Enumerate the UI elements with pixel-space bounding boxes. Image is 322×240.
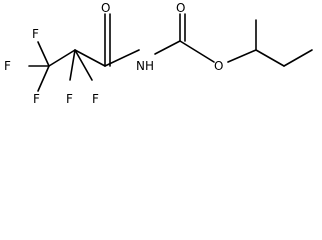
atom-f-cf2-right: F (92, 92, 99, 106)
bond-o3-c5 (227, 49, 257, 63)
atom-o-ester: O (214, 59, 223, 73)
chemical-structure: F F F F F O NH O O (4, 1, 313, 106)
bond-c7-c8 (283, 49, 313, 67)
bond-c3-n (104, 49, 140, 67)
atom-o-carbonyl-1: O (101, 1, 110, 15)
atom-f-bottom: F (33, 92, 40, 106)
bond-c1-f-bottom (37, 65, 50, 92)
bond-c2-f-right (74, 49, 93, 81)
bond-c4-o3 (179, 40, 215, 63)
atom-f-top: F (32, 27, 39, 41)
atom-nh: NH (136, 59, 154, 73)
atom-f-cf2-left: F (66, 92, 73, 106)
bond-c2-c3 (74, 49, 106, 67)
bond-n-c4 (154, 40, 181, 55)
bond-c1-f-top (37, 41, 50, 67)
atom-labels: F F F F F O NH O O (4, 1, 223, 106)
bonds (28, 13, 313, 92)
bond-c2-f-left (69, 49, 76, 81)
atom-f-left: F (4, 59, 11, 73)
atom-o-carbonyl-2: O (176, 1, 185, 15)
bond-c5-c7 (255, 49, 285, 67)
bond-c1-c2 (48, 49, 76, 67)
